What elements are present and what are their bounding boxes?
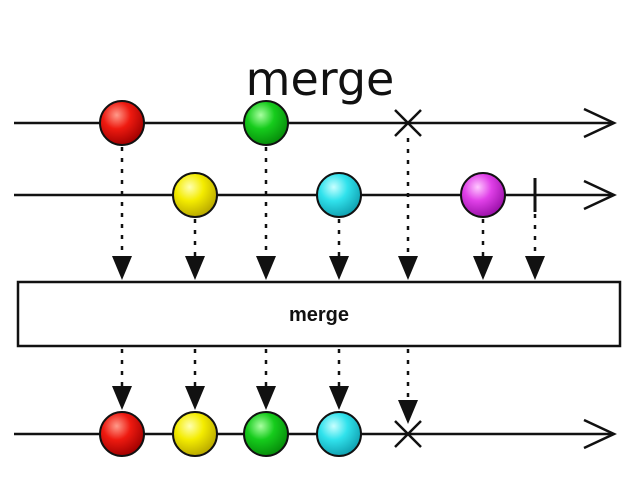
arrowhead xyxy=(473,256,493,280)
marble-cyan xyxy=(316,172,362,218)
marble-red xyxy=(99,411,145,457)
marble-green xyxy=(243,100,289,146)
marble-yellow xyxy=(172,411,218,457)
marble-cyan xyxy=(316,411,362,457)
arrowhead xyxy=(112,256,132,280)
input-arrowheads xyxy=(112,256,545,280)
timeline-arrowhead xyxy=(583,107,617,139)
error-x-icon xyxy=(394,109,422,137)
operator-box: merge xyxy=(16,280,622,348)
error-x-icon xyxy=(394,420,422,448)
output-arrows xyxy=(120,349,410,410)
arrowhead xyxy=(112,386,132,410)
marble-red xyxy=(99,100,145,146)
arrowhead xyxy=(398,256,418,280)
output-stream xyxy=(14,411,617,457)
marble-magenta xyxy=(460,172,506,218)
input-stream-2 xyxy=(14,172,617,218)
arrowhead xyxy=(185,386,205,410)
output-arrowheads xyxy=(112,386,418,424)
arrowhead xyxy=(525,256,545,280)
marble-green xyxy=(243,411,289,457)
operator-label: merge xyxy=(289,304,349,326)
timeline-arrowhead xyxy=(583,179,617,211)
arrowhead xyxy=(256,386,276,410)
arrowhead xyxy=(398,400,418,424)
timeline-arrowhead xyxy=(583,418,617,450)
arrowhead xyxy=(185,256,205,280)
marble-yellow xyxy=(172,172,218,218)
arrowhead xyxy=(329,256,349,280)
arrowhead xyxy=(329,386,349,410)
diagram-title: merge xyxy=(246,52,395,106)
arrowhead xyxy=(256,256,276,280)
input-stream-1 xyxy=(14,100,617,146)
